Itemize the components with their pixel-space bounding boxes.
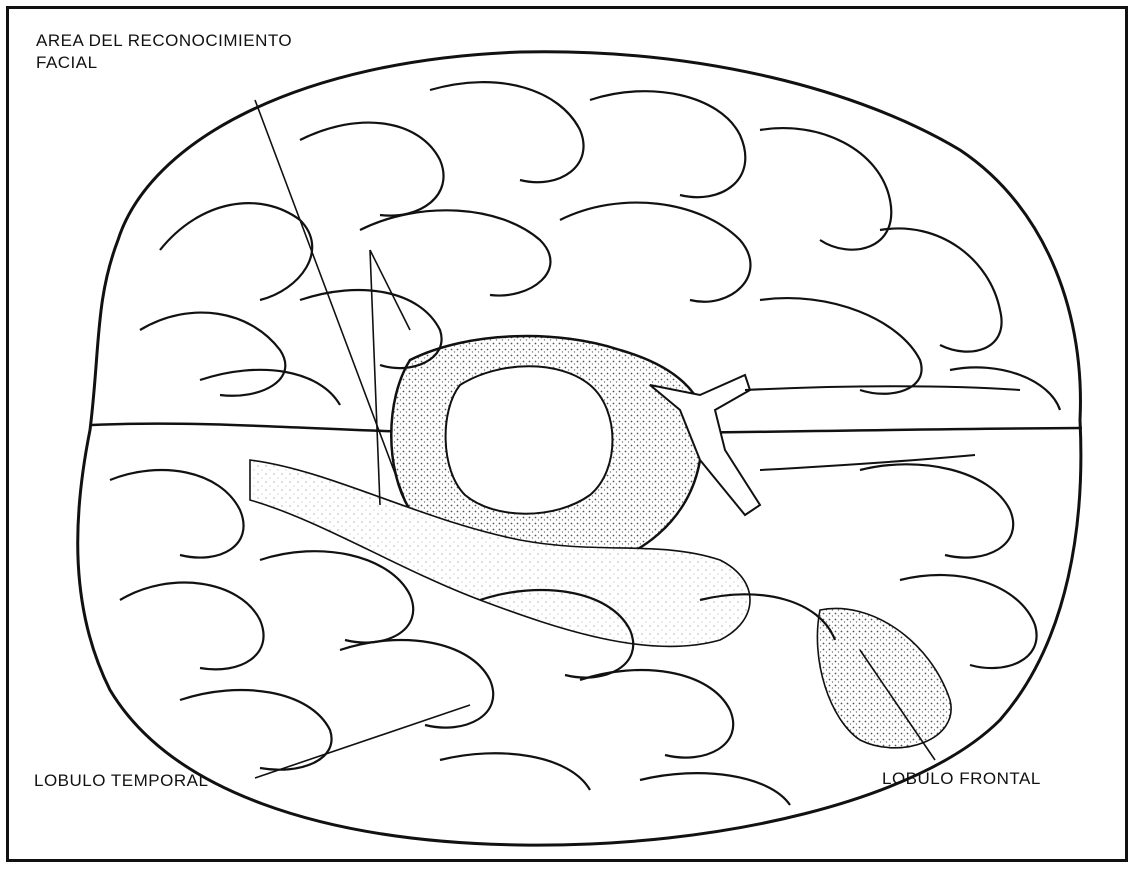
label-frontal-lobe: LOBULO FRONTAL: [882, 768, 1041, 790]
label-facial-line1: AREA DEL RECONOCIMIENTO: [36, 30, 292, 52]
label-facial-line2: FACIAL: [36, 52, 292, 74]
label-temporal-lobe: LOBULO TEMPORAL: [34, 770, 208, 792]
midbrain: [446, 366, 613, 514]
label-facial-recognition-area: AREA DEL RECONOCIMIENTO FACIAL: [36, 30, 292, 74]
